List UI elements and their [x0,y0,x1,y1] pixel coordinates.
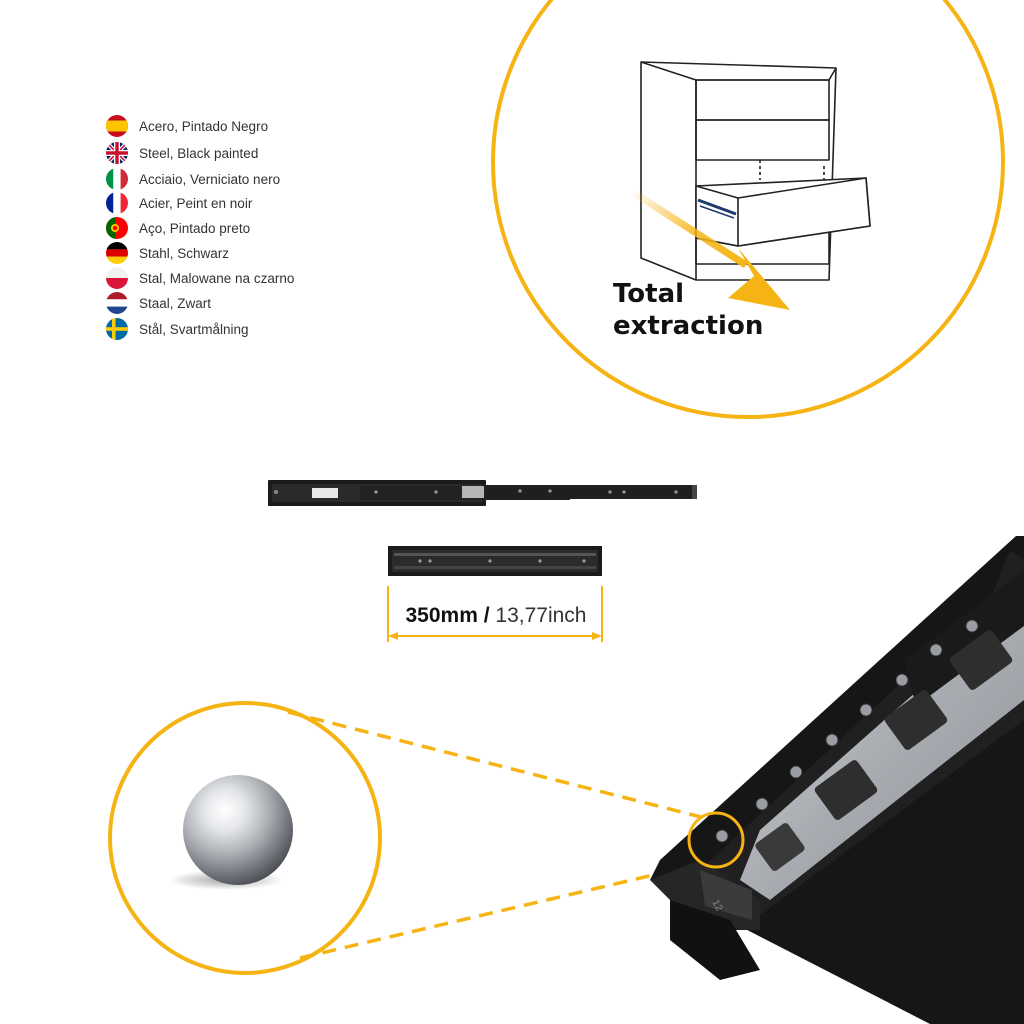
material-item-es: Acero, Pintado Negro [106,115,268,137]
total-extraction-line2: extraction [613,311,764,341]
material-item-sv: Stål, Svartmålning [106,318,249,340]
material-item-en: Steel, Black painted [106,142,258,164]
poland-flag-icon [106,267,128,289]
material-label: Stal, Malowane na czarno [139,270,295,286]
material-label: Aço, Pintado preto [139,220,251,236]
material-label: Acero, Pintado Negro [139,118,269,134]
length-metric: 350mm [405,604,478,627]
dimension-bracket [387,586,603,642]
uk-flag-icon [106,142,128,164]
total-extraction-heading: Total extraction [613,278,763,342]
steel-ball-image [183,775,293,885]
zoom-connector-lines [287,710,706,960]
material-label: Acciaio, Verniciato nero [139,171,281,187]
material-item-pt: Aço, Pintado preto [106,217,250,239]
material-item-it: Acciaio, Verniciato nero [106,168,280,190]
extraction-highlight-circle [491,0,1005,419]
spain-flag-icon [106,115,128,137]
sweden-flag-icon [106,318,128,340]
length-separator: / [477,604,496,627]
material-label: Acier, Peint en noir [139,195,253,211]
material-label: Staal, Zwart [139,295,212,311]
extraction-arrow [632,190,790,310]
total-extraction-line1: Total [613,279,685,309]
length-imperial: 13,77inch [495,604,587,627]
slide-length-label: 350mm / 13,77inch [390,604,602,628]
closed-slide-image [388,546,602,576]
material-label: Stahl, Schwarz [139,245,230,261]
france-flag-icon [106,192,128,214]
material-label: Steel, Black painted [139,145,259,161]
netherlands-flag-icon [106,292,128,314]
germany-flag-icon [106,242,128,264]
material-label: Stål, Svartmålning [139,321,249,337]
material-item-de: Stahl, Schwarz [106,242,229,264]
material-item-fr: Acier, Peint en noir [106,192,252,214]
slide-marking-text: 12 [709,898,724,914]
bearing-highlight-circle [687,811,745,869]
cabinet-drawing [640,61,871,281]
italy-flag-icon [106,168,128,190]
slide-detail-photo: 12 [650,536,1024,1024]
material-item-nl: Staal, Zwart [106,292,211,314]
extended-slide-image [268,480,697,506]
material-item-pl: Stal, Malowane na czarno [106,267,294,289]
portugal-flag-icon [106,217,128,239]
